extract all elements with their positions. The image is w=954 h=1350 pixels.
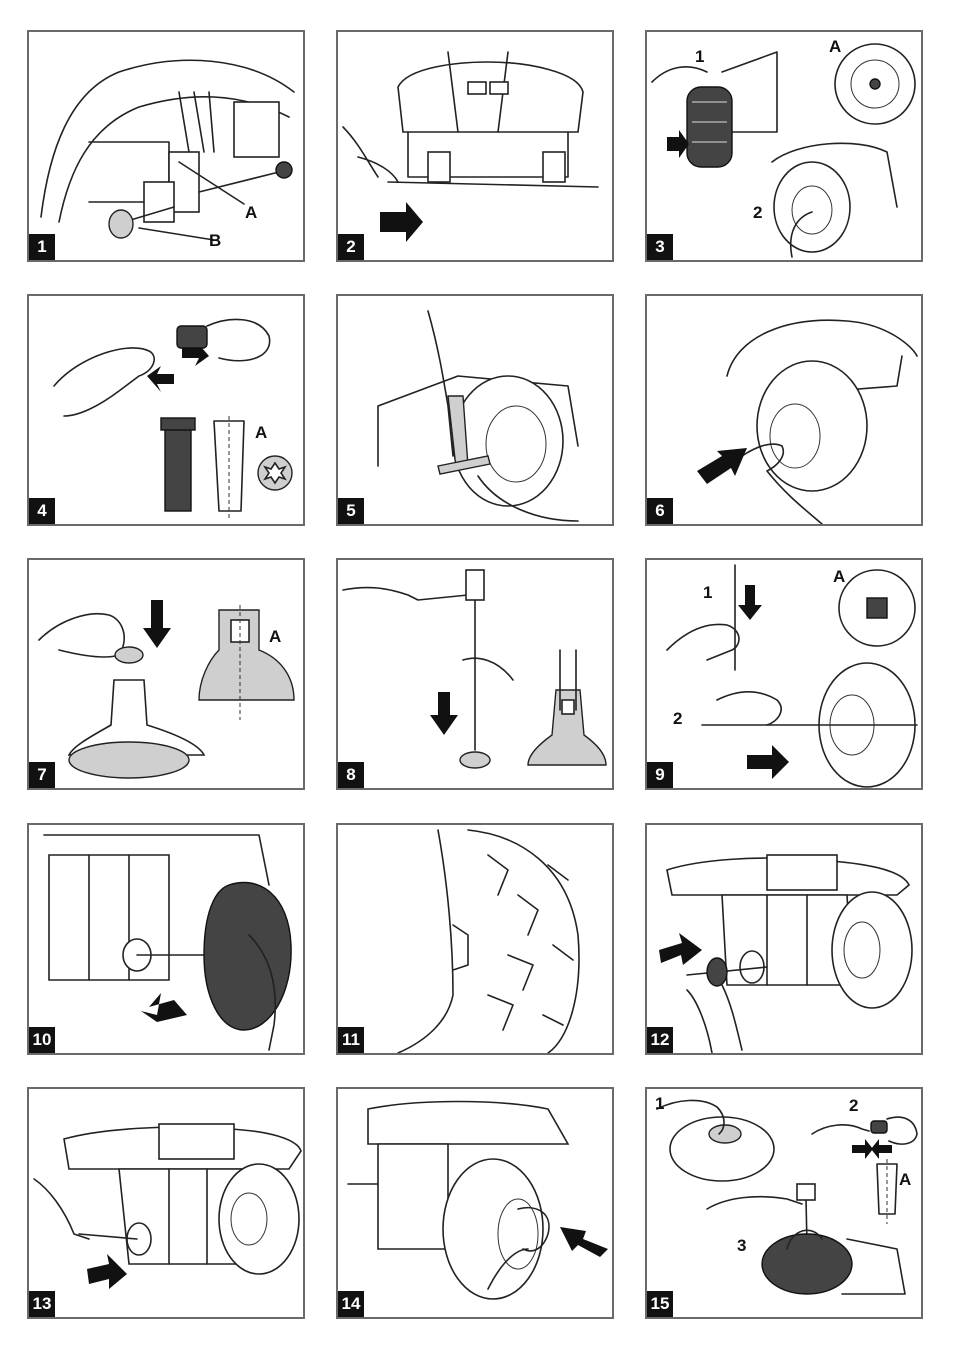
step-12-panel: 12: [645, 823, 923, 1055]
step-9-label-1: 1: [703, 583, 713, 602]
push-arrow-icon: [697, 448, 747, 484]
step-7-number: 7: [29, 762, 55, 788]
step-14-number: 14: [338, 1291, 364, 1317]
step-8-illustration: [342, 569, 607, 769]
step-15-label-1: 1: [655, 1094, 665, 1113]
step-9-label-a: A: [833, 567, 846, 586]
step-5-illustration: [377, 310, 579, 522]
step-2-illustration: [342, 51, 599, 242]
step-4-label-a: A: [255, 423, 268, 442]
step-7-panel: A 7: [27, 558, 305, 790]
step-8-number: 8: [338, 762, 364, 788]
step-7-label-a: A: [269, 627, 282, 646]
step-1-panel: A B 1: [27, 30, 305, 262]
down-arrow-icon: [430, 692, 458, 735]
step-9-panel: 1 A 2 9: [645, 558, 923, 790]
step-1-illustration: [40, 59, 295, 241]
push-arrow-icon: [147, 366, 174, 392]
push-arrow-icon: [747, 745, 789, 779]
step-3-label-2: 2: [753, 203, 763, 222]
step-3-number: 3: [647, 234, 673, 260]
step-15-label-3: 3: [737, 1236, 747, 1255]
step-3-label-1: 1: [695, 47, 705, 66]
step-6-illustration: [697, 319, 918, 524]
push-arrow-icon: [852, 1139, 873, 1159]
step-9-label-2: 2: [673, 709, 683, 728]
step-15-label-a: A: [899, 1170, 912, 1189]
step-8-panel: 8: [336, 558, 614, 790]
step-10-number: 10: [29, 1027, 55, 1053]
step-5-panel: 5: [336, 294, 614, 526]
step-12-number: 12: [647, 1027, 673, 1053]
step-4-panel: A 4: [27, 294, 305, 526]
step-9-illustration: [666, 564, 918, 788]
push-arrow-icon: [560, 1227, 608, 1257]
step-9-number: 9: [647, 762, 673, 788]
push-arrow-icon: [380, 202, 423, 242]
step-11-number: 11: [338, 1027, 364, 1053]
step-11-illustration: [397, 829, 580, 1053]
step-2-number: 2: [338, 234, 364, 260]
step-13-panel: 13: [27, 1087, 305, 1319]
step-1-label-b: B: [209, 231, 222, 250]
step-15-panel: 1 2 A 3 15: [645, 1087, 923, 1319]
push-arrow-icon: [182, 340, 209, 366]
step-14-illustration: [347, 1100, 608, 1300]
step-14-panel: 14: [336, 1087, 614, 1319]
step-6-number: 6: [647, 498, 673, 524]
push-arrow-icon: [141, 993, 187, 1022]
step-4-illustration: [53, 318, 293, 521]
step-6-panel: 6: [645, 294, 923, 526]
step-15-illustration: [656, 1099, 918, 1295]
push-arrow-icon: [659, 933, 702, 965]
push-arrow-icon: [871, 1139, 892, 1159]
step-1-number: 1: [29, 234, 55, 260]
step-3-panel: 1 A 2 3: [645, 30, 923, 262]
step-13-number: 13: [29, 1291, 55, 1317]
step-10-panel: 10: [27, 823, 305, 1055]
step-13-illustration: [33, 1123, 302, 1289]
step-15-number: 15: [647, 1291, 673, 1317]
push-arrow-icon: [87, 1254, 127, 1289]
step-12-illustration: [659, 854, 913, 1053]
step-3-illustration: [651, 43, 916, 258]
step-1-label-a: A: [245, 203, 258, 222]
down-arrow-icon: [738, 585, 762, 620]
step-4-number: 4: [29, 498, 55, 524]
step-11-panel: 11: [336, 823, 614, 1055]
push-arrow-icon: [667, 130, 689, 158]
step-10-illustration: [43, 834, 292, 1051]
step-7-illustration: [38, 600, 295, 779]
step-2-panel: 2: [336, 30, 614, 262]
step-3-label-a: A: [829, 37, 842, 56]
down-arrow-icon: [143, 600, 171, 648]
step-15-label-2: 2: [849, 1096, 859, 1115]
step-5-number: 5: [338, 498, 364, 524]
